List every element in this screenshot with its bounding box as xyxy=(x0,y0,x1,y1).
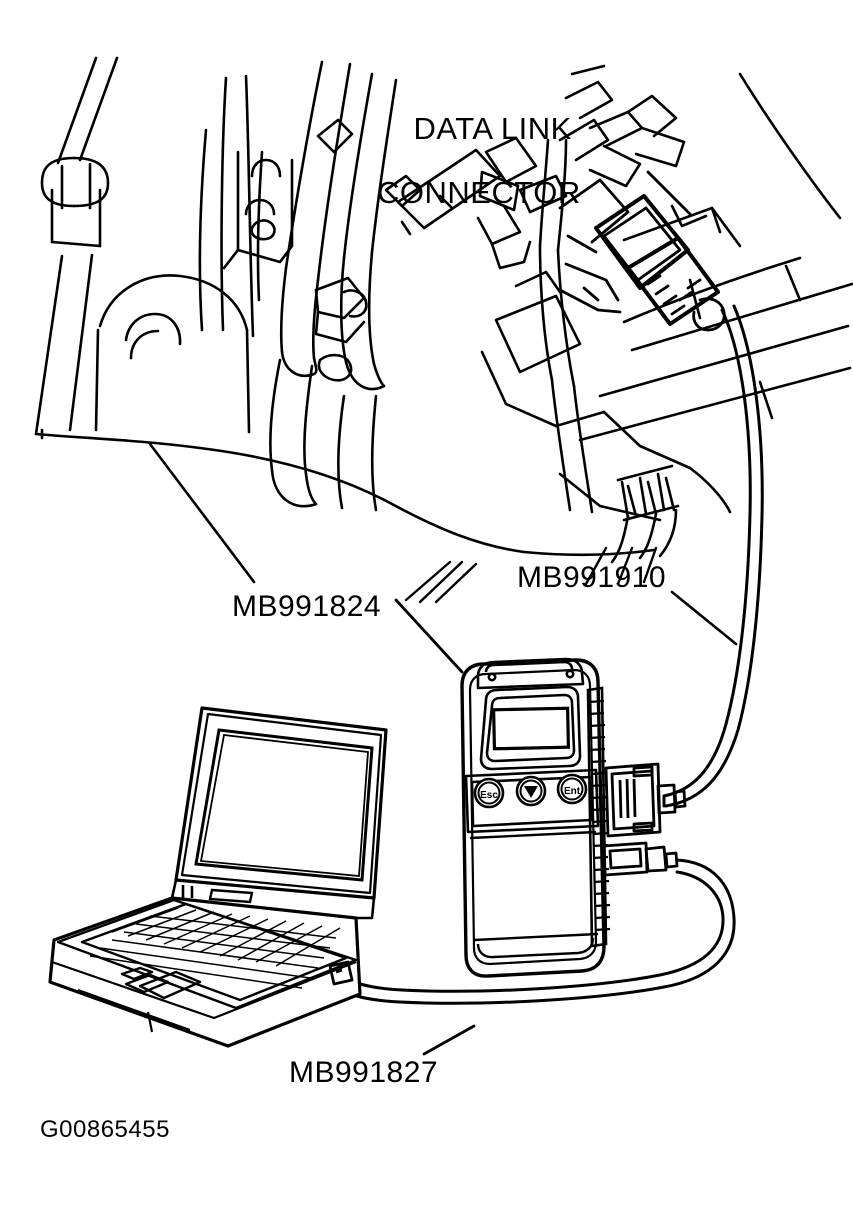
esc-button[interactable]: Esc xyxy=(473,777,505,809)
leader-mb991910 xyxy=(670,590,738,646)
scan-tool-keypad: Esc Ent xyxy=(473,773,588,809)
laptop-screen xyxy=(194,728,374,882)
data-link-connector-label: DATA LINK CONNECTOR xyxy=(377,82,581,270)
laptop-device xyxy=(48,706,388,1048)
harness-hoses-center xyxy=(337,72,398,512)
scan-tool-dlc-port xyxy=(604,762,687,838)
hose-with-grommet xyxy=(34,56,119,436)
leader-hatch-marks xyxy=(404,546,658,604)
data-link-connector xyxy=(558,170,726,332)
ent-button-label: Ent xyxy=(564,786,581,797)
cable-mb991910 xyxy=(662,304,764,808)
scan-tool-grip-ribs xyxy=(586,686,611,948)
harness-clip xyxy=(616,464,680,522)
left-bracket xyxy=(94,274,251,434)
engine-bracket xyxy=(222,150,294,270)
upper-right-harness-branch xyxy=(558,64,686,188)
esc-button-label: Esc xyxy=(480,790,498,801)
cable-mb991827 xyxy=(334,858,736,1005)
down-arrow-icon xyxy=(524,786,538,798)
engine-bay-illustration xyxy=(34,56,853,584)
dlc-label-line2: CONNECTOR xyxy=(377,175,581,210)
laptop-keyboard xyxy=(89,907,341,989)
laptop-serial-port xyxy=(328,960,354,986)
scan-tool-pc-port xyxy=(602,841,679,877)
scan-tool-part-label: MB991824 xyxy=(232,590,382,623)
laptop-touchpad xyxy=(120,966,202,1000)
body-panel-lines xyxy=(578,72,853,442)
usb-cable-part-label: MB991827 xyxy=(289,1056,439,1089)
vehicle-lower-contour xyxy=(34,428,656,584)
center-top-cluster xyxy=(476,136,594,514)
ent-button[interactable]: Ent xyxy=(556,773,588,805)
lcd-display xyxy=(491,706,571,751)
leader-mb991827 xyxy=(422,1024,476,1056)
harness-connector-blocks xyxy=(314,118,502,382)
figure-id-label: G00865455 xyxy=(40,1116,170,1143)
dlc-cable-part-label: MB991910 xyxy=(517,561,667,594)
down-button[interactable] xyxy=(515,775,547,807)
scan-tool-device: Esc Ent xyxy=(460,657,687,978)
dlc-label-line1: DATA LINK xyxy=(413,111,572,146)
leader-mb991824 xyxy=(394,598,464,674)
